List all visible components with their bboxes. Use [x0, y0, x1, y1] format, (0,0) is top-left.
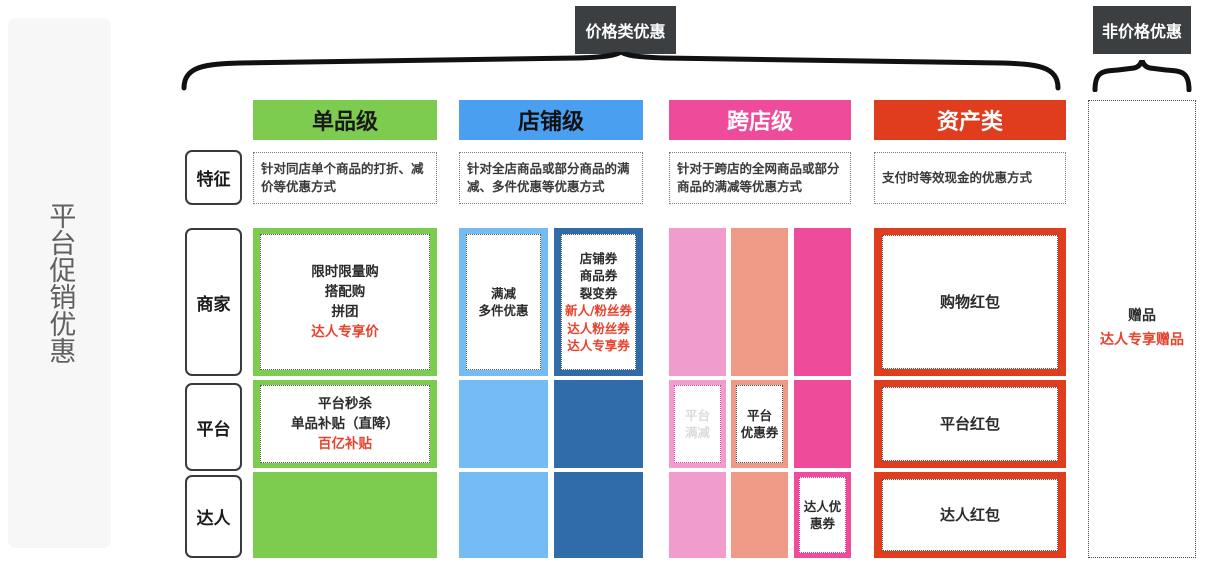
feature-box-cross: 针对于跨店的全网商品或部分商品的满减等优惠方式 — [669, 152, 851, 204]
cell-line: 满减 — [684, 425, 710, 440]
cell-line-highlight: 达人专享券 — [567, 338, 630, 353]
row-label-platform: 平台 — [185, 383, 242, 471]
column-header-cross: 跨店级 — [669, 100, 851, 140]
block-single-influencer — [253, 472, 437, 558]
column-header-asset: 资产类 — [874, 100, 1066, 140]
row-label-feature-text: 特征 — [196, 170, 231, 190]
cell-line: 平台 — [746, 407, 772, 423]
cell-merchant-shop-a: 满减 多件优惠 — [466, 234, 541, 370]
block-cross-b-merchant — [731, 228, 788, 376]
cell-influencer-cross-c: 达人优 惠券 — [799, 477, 846, 553]
column-header-asset-text: 资产类 — [936, 110, 1003, 135]
row-label-feature: 特征 — [185, 150, 242, 205]
column-header-shop: 店铺级 — [459, 100, 643, 140]
feature-box-single: 针对同店单个商品的打折、减价等优惠方式 — [253, 152, 437, 204]
column-header-single: 单品级 — [253, 100, 437, 140]
block-cross-a-merchant — [669, 228, 726, 376]
block-cross-b-influencer — [731, 472, 788, 558]
cell-merchant-asset: 购物红包 — [882, 235, 1058, 369]
cell-line: 平台秒杀 — [318, 395, 372, 412]
feature-text-asset: 支付时等效现金的优惠方式 — [882, 169, 1033, 185]
chip-price-label: 价格类优惠 — [585, 22, 666, 41]
block-shop-a-platform — [459, 380, 548, 468]
cell-line: 购物红包 — [939, 292, 1000, 311]
feature-box-shop: 针对全店商品或部分商品的满减、多件优惠等优惠方式 — [459, 152, 643, 204]
cell-line: 优惠券 — [740, 425, 779, 440]
column-header-shop-text: 店铺级 — [517, 110, 584, 135]
feature-box-asset: 支付时等效现金的优惠方式 — [874, 152, 1066, 204]
cell-line-highlight: 达人专享价 — [311, 324, 379, 341]
block-shop-b-influencer — [554, 472, 643, 558]
cell-line-highlight: 百亿补贴 — [318, 436, 372, 453]
cell-line-highlight: 达人专享赠品 — [1100, 332, 1184, 348]
brace-nonprice-icon — [1092, 60, 1192, 92]
cell-influencer-asset: 达人红包 — [882, 479, 1058, 551]
row-label-platform-text: 平台 — [196, 419, 231, 440]
cell-line-highlight: 达人粉丝券 — [567, 320, 630, 336]
cell-nonprice-gift: 赠品 达人专享赠品 — [1088, 100, 1196, 558]
row-label-merchant: 商家 — [185, 228, 242, 376]
cell-merchant-shop-b: 店铺券 商品券 裂变券 新人/粉丝券 达人粉丝券 达人专享券 — [561, 234, 636, 370]
block-cross-c-platform — [794, 380, 851, 468]
cell-line: 商品券 — [579, 268, 618, 283]
cell-line: 搭配购 — [324, 283, 366, 300]
row-label-merchant-text: 商家 — [196, 294, 231, 315]
row-label-influencer: 达人 — [185, 475, 242, 558]
block-cross-a-influencer — [669, 472, 726, 558]
cell-platform-cross-b: 平台 优惠券 — [736, 385, 783, 463]
cell-line: 平台 — [684, 407, 710, 423]
column-header-cross-text: 跨店级 — [726, 110, 793, 135]
cell-line: 限时限量购 — [311, 263, 379, 280]
block-cross-c-merchant — [794, 228, 851, 376]
feature-text-cross: 针对于跨店的全网商品或部分商品的满减等优惠方式 — [677, 160, 840, 194]
cell-line: 裂变券 — [579, 285, 618, 301]
chip-nonprice-promotions: 非价格优惠 — [1093, 6, 1191, 54]
cell-line: 拼团 — [331, 304, 359, 320]
cell-platform-asset: 平台红包 — [882, 387, 1058, 461]
cell-platform-single: 平台秒杀 单品补贴（直降） 百亿补贴 — [260, 385, 430, 463]
cell-platform-cross-a: 平台 满减 — [674, 385, 721, 463]
row-label-influencer-text: 达人 — [196, 509, 231, 529]
feature-text-shop: 针对全店商品或部分商品的满减、多件优惠等优惠方式 — [467, 160, 630, 194]
cell-line: 满减 — [490, 285, 516, 301]
column-header-single-text: 单品级 — [311, 110, 378, 135]
cell-line: 店铺券 — [579, 250, 618, 266]
cell-line: 单品补贴（直降） — [291, 415, 399, 432]
sidebar-panel: 平台促销优惠 — [8, 18, 111, 548]
block-shop-b-platform — [554, 380, 643, 468]
chip-price-promotions: 价格类优惠 — [575, 6, 676, 54]
brace-price-icon — [181, 52, 1061, 91]
cell-line: 赠品 — [1128, 308, 1156, 325]
cell-merchant-single: 限时限量购 搭配购 拼团 达人专享价 — [260, 234, 430, 370]
cell-line: 惠券 — [809, 516, 835, 531]
block-shop-a-influencer — [459, 472, 548, 558]
chip-nonprice-label: 非价格优惠 — [1101, 22, 1182, 41]
cell-line: 多件优惠 — [478, 303, 529, 318]
cell-line: 平台红包 — [939, 414, 1000, 433]
cell-line: 达人优 — [803, 498, 842, 514]
cell-line: 达人红包 — [939, 505, 1000, 524]
sidebar-title: 平台促销优惠 — [44, 202, 76, 364]
feature-text-single: 针对同店单个商品的打折、减价等优惠方式 — [261, 160, 424, 194]
cell-line-highlight: 新人/粉丝券 — [564, 303, 633, 318]
